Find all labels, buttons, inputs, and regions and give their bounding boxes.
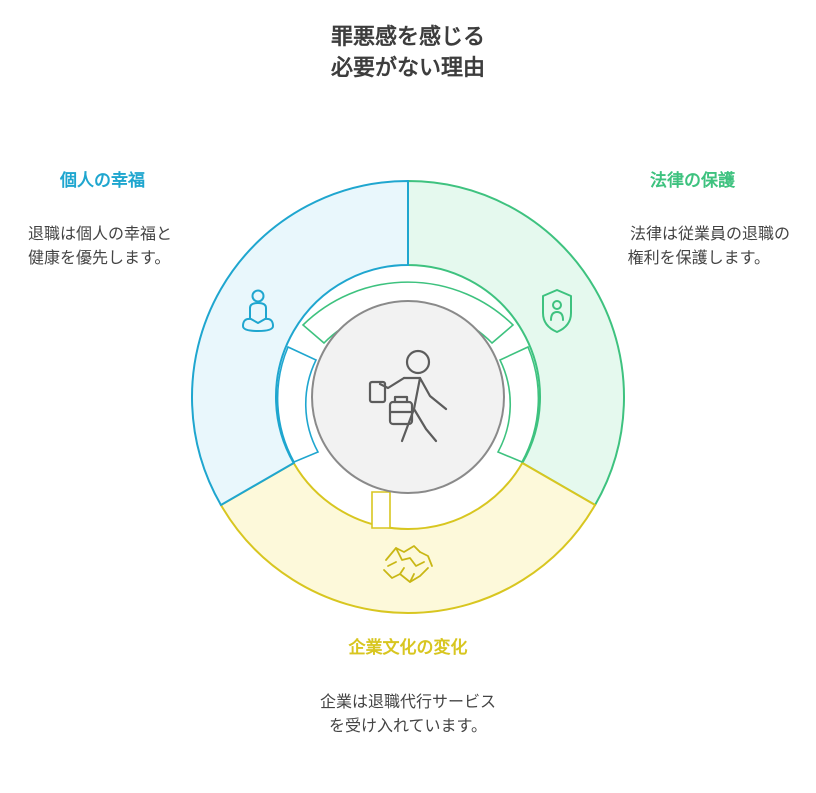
personal-happiness-title: 個人の幸福 [60, 171, 145, 191]
ring-inner-notch [371, 491, 391, 529]
corporate-culture-segment [219, 461, 597, 614]
legal-protection-title: 法律の保護 [650, 171, 735, 191]
title-line-1: 罪悪感を感じる [330, 25, 485, 50]
personal-happiness-segment [191, 179, 409, 507]
personal-happiness-desc-line-1: 退職は個人の幸福と [28, 224, 173, 243]
page-title: 罪悪感を感じる 必要がない理由 [0, 22, 816, 84]
shield-person-icon [542, 289, 572, 333]
ring-segments [191, 179, 625, 614]
walking-person-with-box-icon [368, 349, 448, 443]
ring-inner-notch [276, 345, 320, 464]
legal-protection-desc-line-2: 権利を保護します。 [627, 248, 770, 267]
corporate-culture-desc-line-2: を受け入れています。 [329, 716, 487, 735]
legal-protection-segment [407, 179, 625, 507]
legal-protection-desc-line-1: 法律は従業員の退職の [629, 224, 790, 243]
ring-inner-notch [496, 345, 540, 464]
meditating-person-icon [242, 289, 274, 332]
handshake-icon [383, 545, 433, 583]
corporate-culture-desc-line-1: 企業は退職代行サービス [319, 692, 496, 711]
title-line-2: 必要がない理由 [330, 56, 485, 81]
corporate-culture-title: 企業文化の変化 [348, 638, 468, 658]
personal-happiness-desc-line-2: 健康を優先します。 [28, 248, 171, 267]
